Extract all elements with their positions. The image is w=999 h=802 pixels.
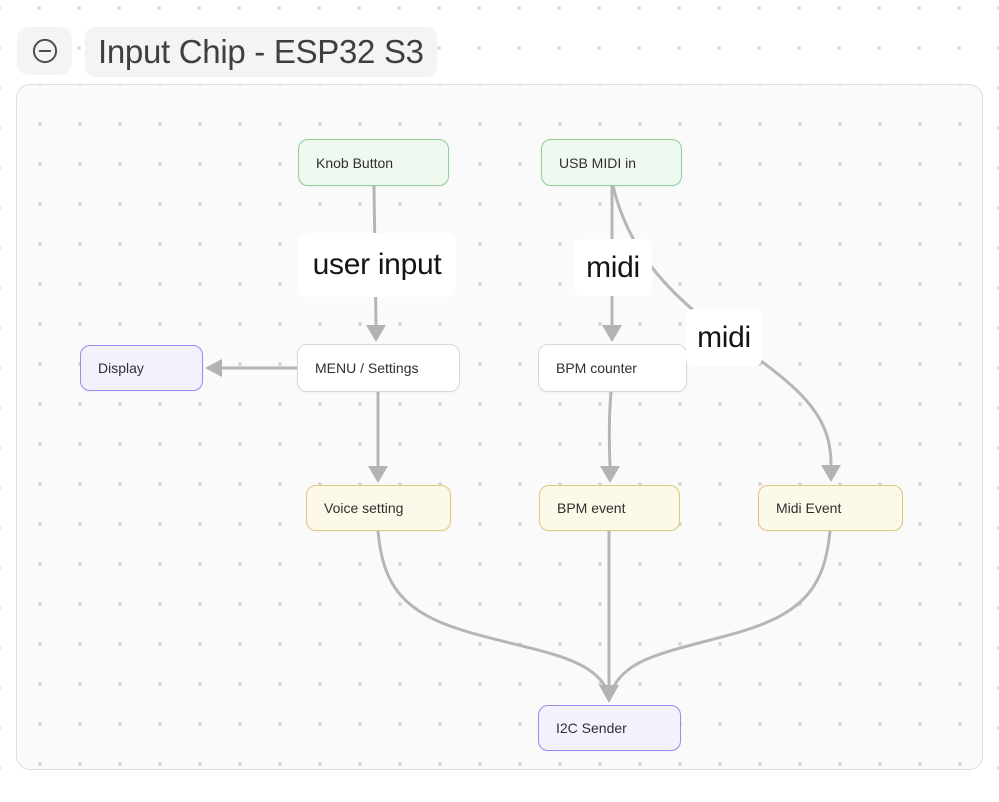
frame-title-text: Input Chip - ESP32 S3 <box>98 33 424 70</box>
edge-bpm-counter-to-bpm-event[interactable] <box>600 390 620 483</box>
node-label: Knob Button <box>316 154 394 171</box>
edge-voice-setting-to-i2c-sender[interactable] <box>376 529 608 690</box>
node-voice-setting[interactable]: Voice setting <box>306 485 451 531</box>
node-label: I2C Sender <box>556 720 627 736</box>
node-usb-midi-in[interactable]: USB MIDI in <box>541 139 682 186</box>
node-menu-settings[interactable]: MENU / Settings <box>297 344 460 392</box>
node-label: Voice setting <box>324 500 404 516</box>
node-knob-button[interactable]: Knob Button <box>298 139 449 186</box>
node-label: BPM counter <box>556 360 637 376</box>
edge-label-text: midi <box>697 320 751 354</box>
edge-label-text: user input <box>312 248 442 281</box>
edge-menu-settings-to-display[interactable] <box>205 359 299 377</box>
node-bpm-event[interactable]: BPM event <box>539 485 680 531</box>
node-label: Display <box>98 360 144 376</box>
node-label: Midi Event <box>776 500 842 516</box>
node-label: USB MIDI in <box>559 154 637 171</box>
node-i2c-sender[interactable]: I2C Sender <box>538 705 681 751</box>
node-midi-event[interactable]: Midi Event <box>758 485 903 531</box>
edge-bpm-event-to-i2c-sender[interactable] <box>599 529 619 703</box>
edge-label-midi-to-midi-event[interactable]: midi <box>686 309 762 366</box>
edge-menu-settings-to-voice-setting[interactable] <box>368 390 388 483</box>
collapse-frame-button[interactable] <box>17 27 72 75</box>
node-bpm-counter[interactable]: BPM counter <box>538 344 687 392</box>
node-label: MENU / Settings <box>315 360 419 376</box>
edge-label-user-input[interactable]: user input <box>298 233 456 297</box>
node-display[interactable]: Display <box>80 345 203 391</box>
edge-label-text: midi <box>586 250 640 284</box>
diagram-canvas[interactable]: Knob Button USB MIDI in Display MENU / S… <box>16 84 983 770</box>
circle-minus-icon <box>31 37 59 65</box>
node-label: BPM event <box>557 500 626 516</box>
edge-midi-event-to-i2c-sender[interactable] <box>611 529 832 690</box>
edges-layer <box>205 184 841 703</box>
frame-title[interactable]: Input Chip - ESP32 S3 <box>85 27 437 77</box>
edge-label-midi-to-bpm-counter[interactable]: midi <box>574 239 652 296</box>
